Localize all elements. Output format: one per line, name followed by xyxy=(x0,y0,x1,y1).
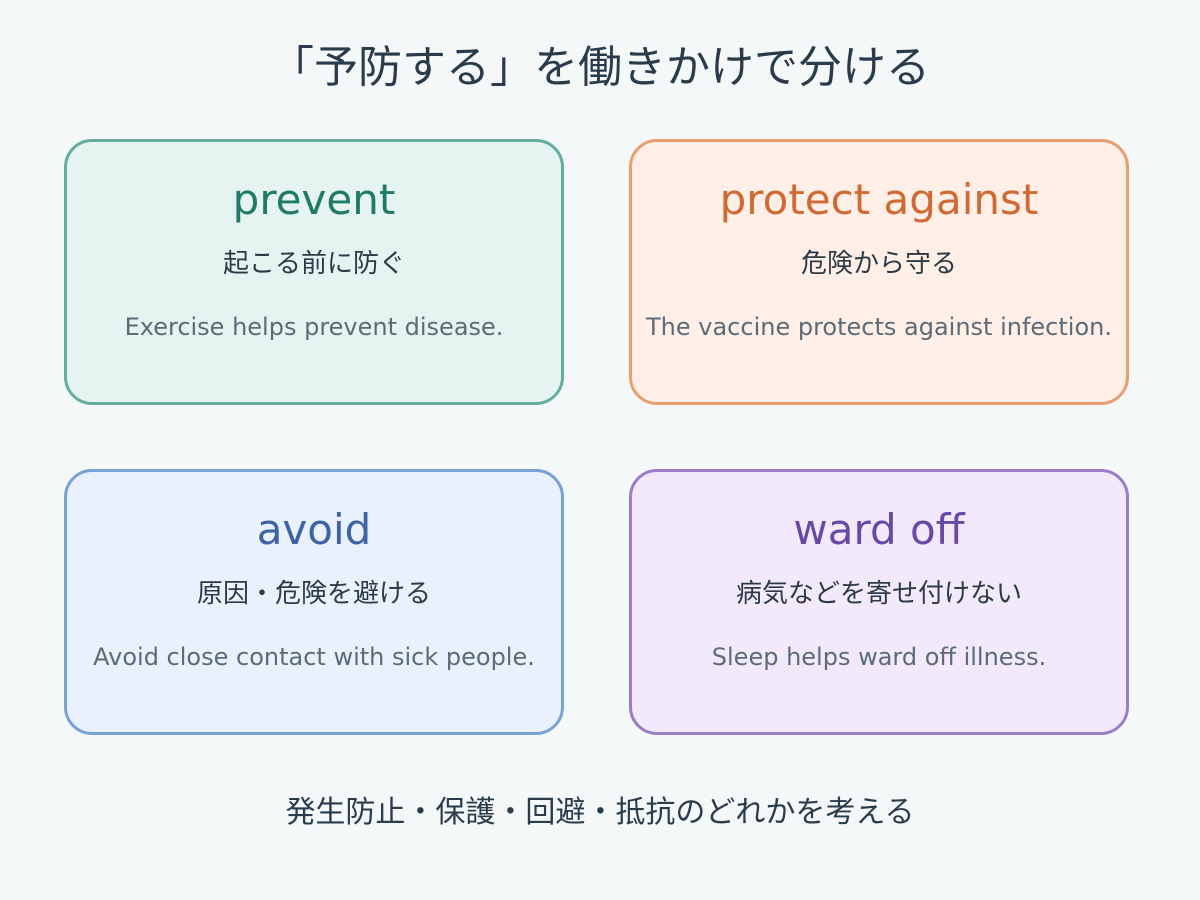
card-prevent: prevent 起こる前に防ぐ Exercise helps prevent d… xyxy=(64,139,564,405)
card-term: ward off xyxy=(793,505,965,554)
card-term: avoid xyxy=(256,505,372,554)
card-ward-off: ward off 病気などを寄せ付けない Sleep helps ward of… xyxy=(629,469,1129,735)
card-meaning: 危険から守る xyxy=(800,249,957,279)
card-avoid: avoid 原因・危険を避ける Avoid close contact with… xyxy=(64,469,564,735)
card-term: protect against xyxy=(719,175,1039,224)
page-title: 「予防する」を働きかけで分ける xyxy=(270,42,930,93)
card-meaning: 病気などを寄せ付けない xyxy=(735,579,1022,609)
card-example: Avoid close contact with sick people. xyxy=(93,643,535,671)
card-example: The vaccine protects against infection. xyxy=(646,313,1112,341)
card-meaning: 原因・危険を避ける xyxy=(196,579,431,609)
footer-note: 発生防止・保護・回避・抵抗のどれかを考える xyxy=(285,795,915,830)
card-example: Exercise helps prevent disease. xyxy=(124,313,504,341)
card-example: Sleep helps ward off illness. xyxy=(711,643,1047,671)
card-term: prevent xyxy=(232,175,396,224)
card-protect-against: protect against 危険から守る The vaccine prote… xyxy=(629,139,1129,405)
card-meaning: 起こる前に防ぐ xyxy=(222,249,405,279)
